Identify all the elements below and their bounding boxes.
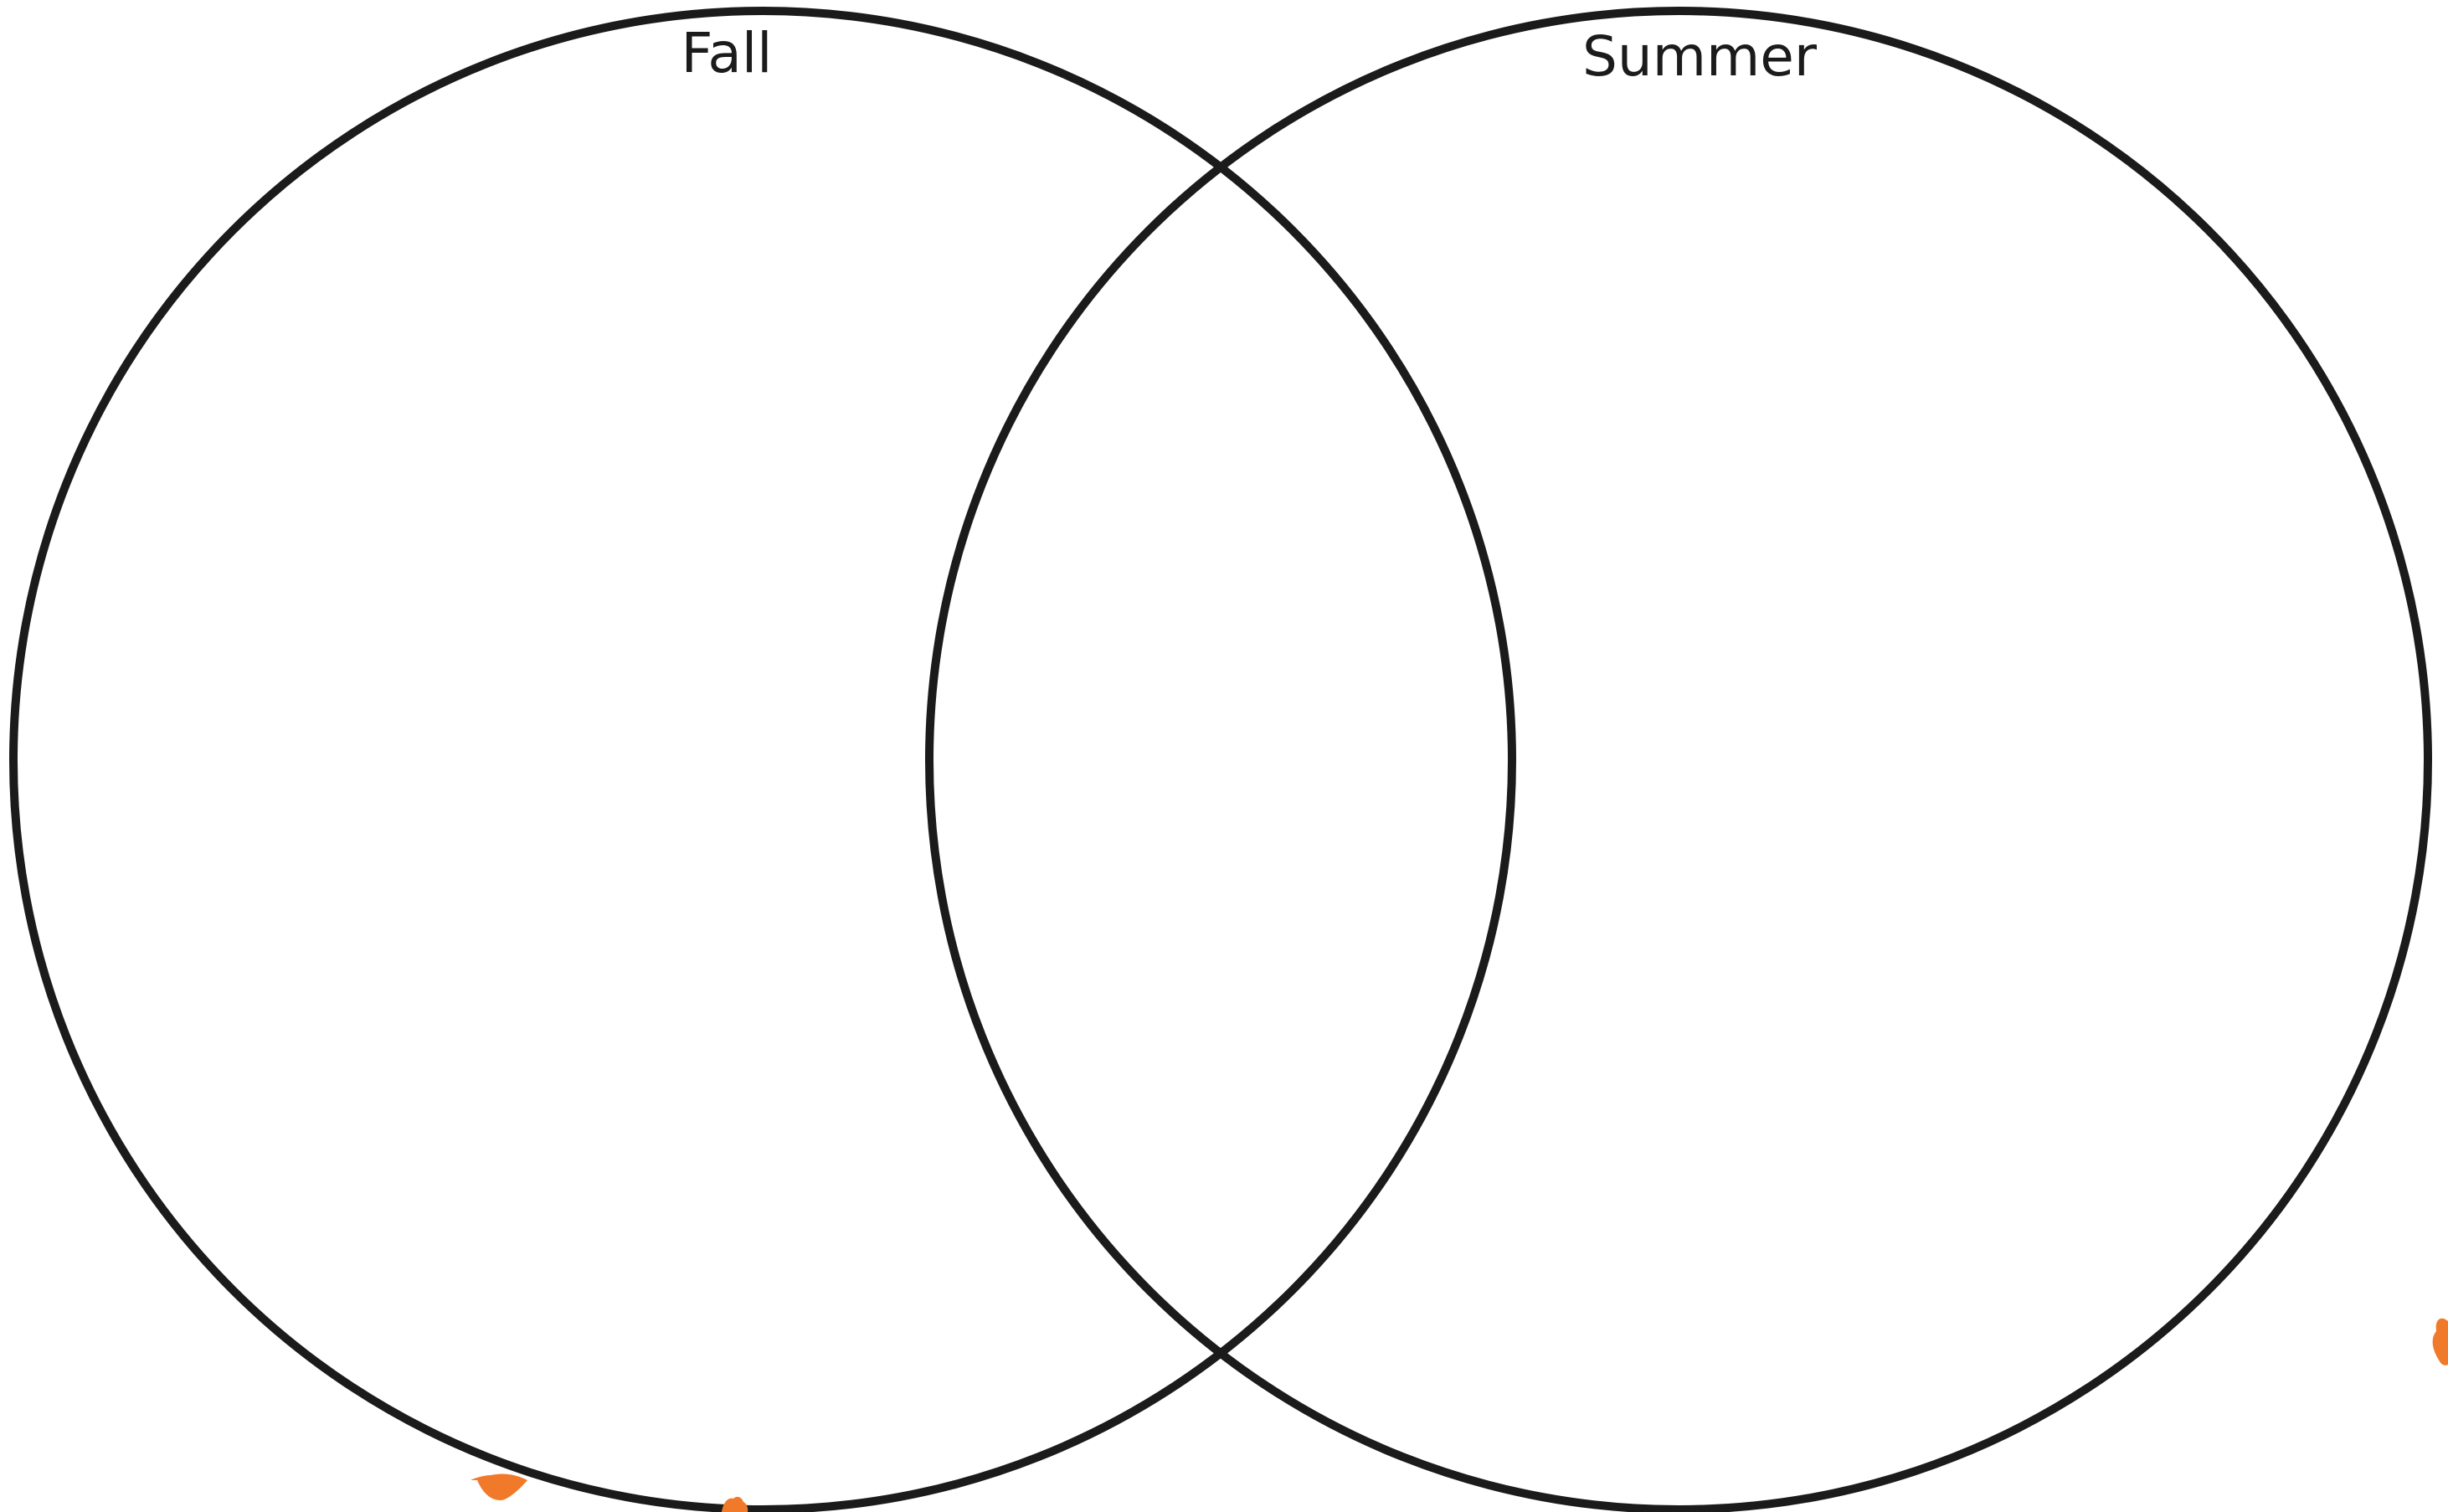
fall-label: Fall xyxy=(681,21,772,85)
leaf-icon xyxy=(722,1497,748,1512)
fall-circle xyxy=(13,11,1512,1509)
leaf-icon xyxy=(471,1474,527,1501)
summer-circle xyxy=(929,11,2428,1509)
leaf-icon xyxy=(2433,1319,2448,1365)
summer-label: Summer xyxy=(1582,24,1818,89)
